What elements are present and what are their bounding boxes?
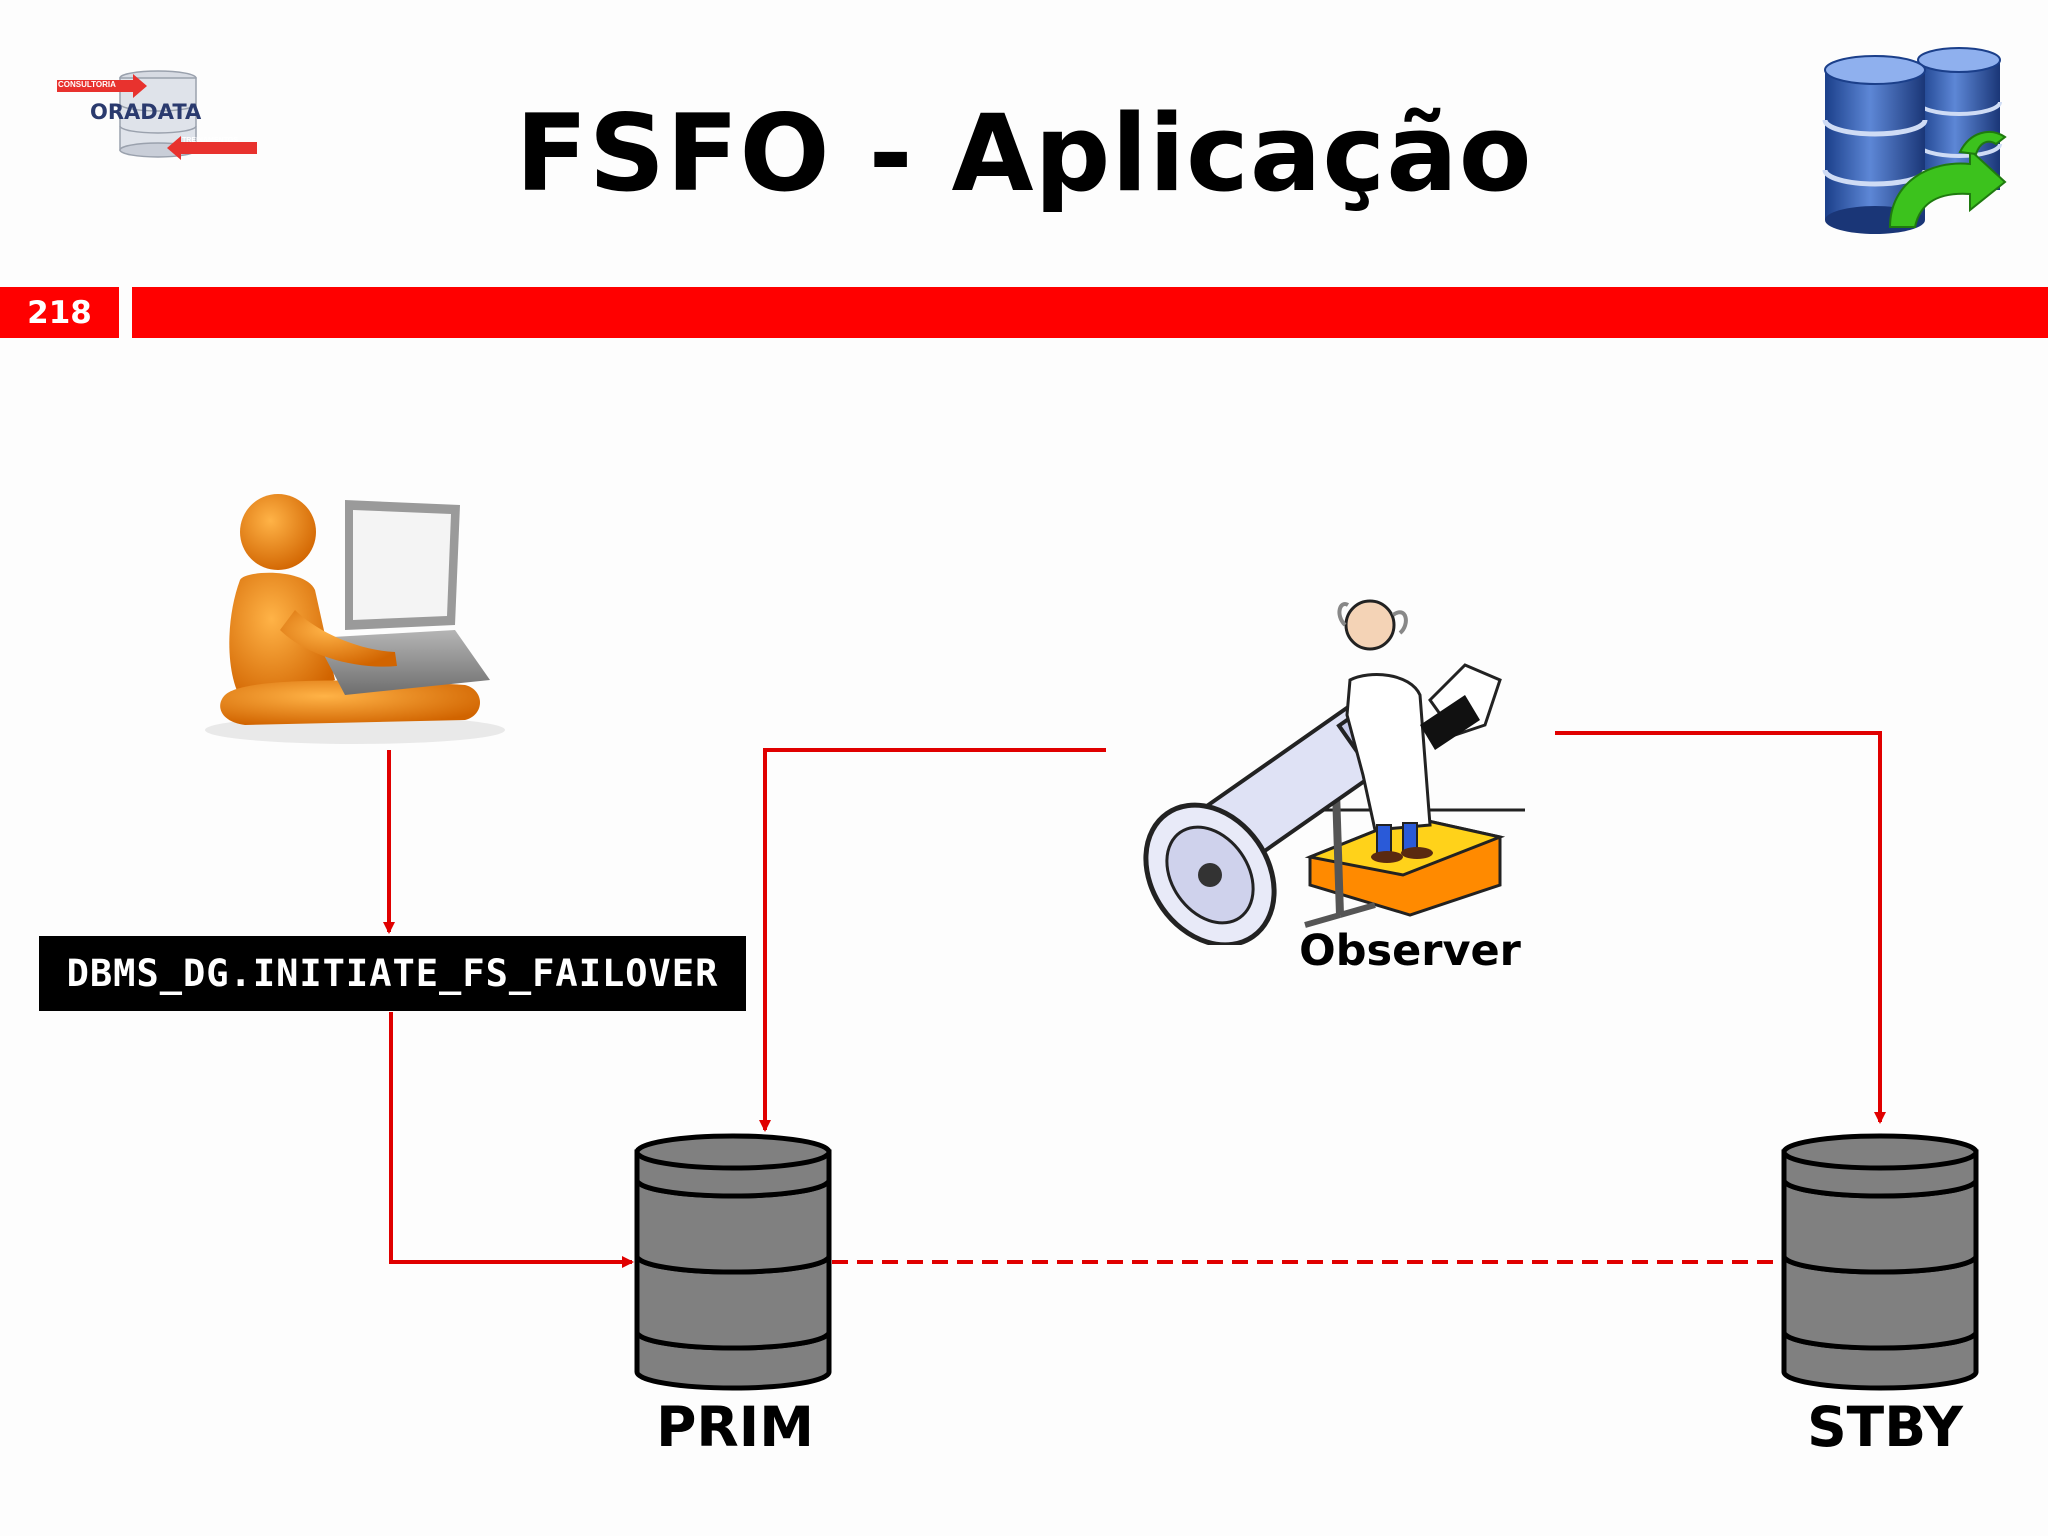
observer-to-prim-arrow [759,748,1106,1132]
header-bar [132,287,2048,338]
stby-label: STBY [1807,1395,1963,1459]
slide-title: FSFO - Aplicação [515,92,1533,215]
failover-command: DBMS_DG.INITIATE_FS_FAILOVER [39,936,746,1011]
stby-database-icon [1780,1132,1980,1392]
prim-database-icon [633,1132,833,1392]
logo-graphic [57,70,257,160]
prim-label: PRIM [656,1395,814,1459]
logo-brand-name: ORADATA [90,100,202,124]
observer-to-stby-arrow [1555,731,1886,1124]
company-logo [55,68,265,163]
observer-label: Observer [1299,926,1521,976]
database-sync-icon [1820,42,2030,242]
command-to-prim-arrow [389,1012,634,1268]
logo-top-tag: CONSULTORIA [58,80,116,89]
user-laptop-icon [185,480,505,750]
observer-scientist-icon [1135,585,1525,948]
page-number: 218 [0,287,119,338]
logo-bottom-tag: TREINAMENTOS [182,137,238,144]
